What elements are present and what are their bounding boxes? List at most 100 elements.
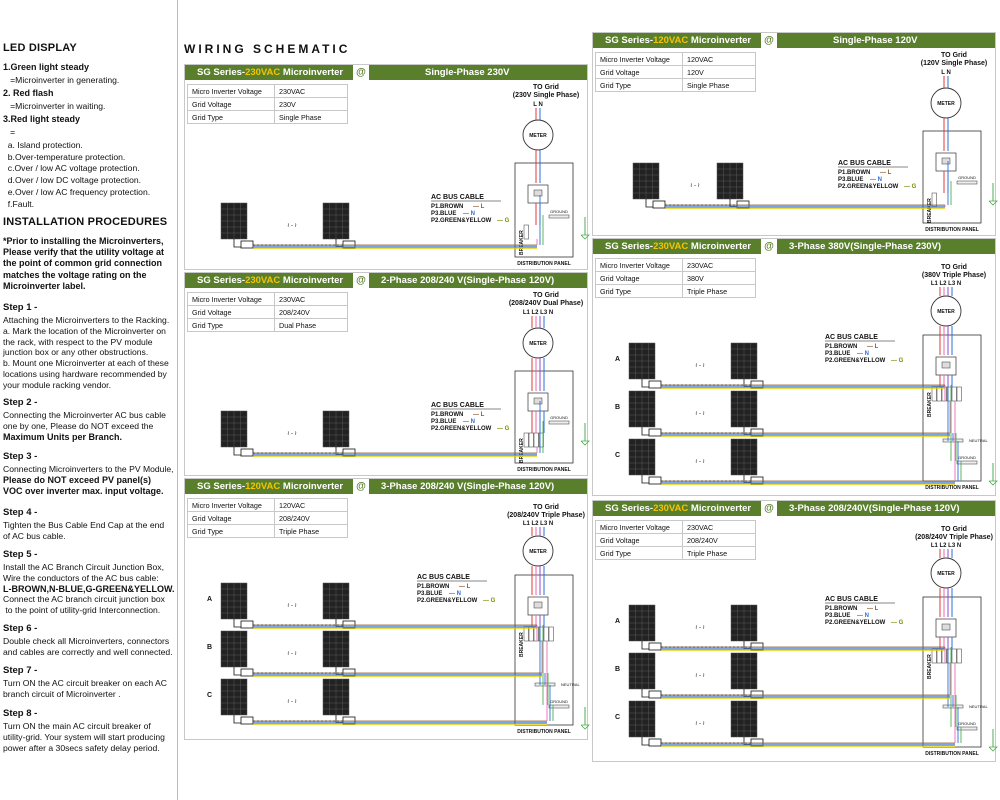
- p1-line: — L: [867, 606, 879, 612]
- to-grid-label: TO Grid: [941, 52, 967, 59]
- grid-sub-label: (208/240V Triple Phase): [915, 534, 993, 541]
- dc-lead: [743, 475, 751, 484]
- microinverter: [750, 476, 764, 485]
- branch-breaker: [956, 648, 962, 664]
- main-breaker-switch: [941, 361, 951, 369]
- led-line: 3.Red light steady: [3, 114, 81, 124]
- step-line: the rack, with respect to the PV module: [3, 336, 153, 347]
- meter-icon: [930, 87, 962, 119]
- series-suffix: Microinverter: [688, 35, 752, 46]
- squiggle-icon: ≀ - ≀: [287, 699, 297, 705]
- step-line: Please do NOT exceed PV panel(s): [3, 474, 152, 485]
- squiggle-icon: ≀ - ≀: [695, 673, 705, 679]
- branch-breaker: [941, 648, 947, 664]
- meter-label: METER: [937, 309, 955, 315]
- series-voltage: 230VAC: [245, 275, 281, 286]
- p3-line: — N: [449, 591, 461, 597]
- branch-breaker: [946, 648, 952, 664]
- to-grid-label: TO Grid: [941, 526, 967, 533]
- distribution-panel-label: DISTRIBUTION PANEL: [925, 485, 979, 491]
- p2-label: P2.GREEN&YELLOW: [825, 620, 886, 626]
- step-title: Step 5 -: [3, 549, 38, 560]
- spec-label: Grid Type: [187, 318, 275, 332]
- diagram-header: SG Series-230VAC Microinverter@2-Phase 2…: [185, 273, 587, 288]
- grid-sub-label: (208/240V Dual Phase): [509, 300, 583, 307]
- p2-line: — G: [497, 426, 510, 432]
- dc-lead: [335, 715, 343, 724]
- series-suffix: Microinverter: [280, 275, 344, 286]
- step-title: Step 8 -: [3, 708, 38, 719]
- microinverter: [648, 690, 662, 699]
- p3-label: P3.BLUE: [431, 211, 456, 217]
- p1-label: P1.BROWN: [431, 204, 463, 210]
- earth-ground-icon: [988, 480, 998, 486]
- diagram-single-phase-120v: SG Series-120VAC Microinverter@Single-Ph…: [592, 32, 998, 236]
- branch-breaker: [936, 648, 942, 664]
- dc-lead: [743, 427, 751, 436]
- diagram-header: SG Series-230VAC Microinverter@3-Phase 3…: [593, 239, 995, 254]
- p2-label: P2.GREEN&YELLOW: [431, 426, 492, 432]
- led-line: a. Island protection.: [3, 140, 83, 150]
- ground-label: GROUND: [958, 175, 976, 180]
- breaker-label: BREAKER: [927, 654, 933, 679]
- squiggle-icon: ≀ - ≀: [287, 223, 297, 229]
- pv-module: [730, 390, 764, 437]
- pv-module: [716, 162, 750, 209]
- p1-label: P1.BROWN: [838, 170, 870, 176]
- ac-bus-cable-label: AC BUS CABLE: [431, 402, 484, 409]
- p2-label: P2.GREEN&YELLOW: [838, 184, 899, 190]
- dc-lead: [233, 667, 241, 676]
- diagram-header: SG Series-230VAC Microinverter@3-Phase 2…: [593, 501, 995, 516]
- p2-label: P2.GREEN&YELLOW: [825, 358, 886, 364]
- pv-module: [220, 410, 254, 457]
- ground-bar: [956, 460, 978, 465]
- ac-bus-cable-label: AC BUS CABLE: [431, 194, 484, 201]
- breaker-label: BREAKER: [519, 632, 525, 657]
- series-voltage: 230VAC: [653, 503, 689, 514]
- phase-title: 3-Phase 208/240V(Single-Phase 120V): [789, 503, 960, 514]
- dc-lead: [743, 641, 751, 650]
- microinverter: [342, 448, 356, 457]
- led-line: 2. Red flash: [3, 88, 54, 98]
- dc-lead: [641, 379, 649, 388]
- p3-line: — N: [857, 613, 869, 619]
- series-name: SG Series-230VAC Microinverter: [605, 241, 751, 252]
- pv-module: [632, 162, 666, 209]
- dc-lead: [743, 737, 751, 746]
- led-line: e.Over / low AC frequency protection.: [3, 186, 151, 197]
- to-grid-label: TO Grid: [533, 504, 559, 511]
- branch-breaker: [946, 386, 952, 402]
- dc-lead: [335, 667, 343, 676]
- series-voltage: 120VAC: [245, 481, 281, 492]
- terminal-labels: L1 L2 L3 N: [931, 543, 961, 549]
- microinverter: [736, 200, 750, 209]
- p3-label: P3.BLUE: [825, 613, 850, 619]
- p3-label: P3.BLUE: [838, 177, 863, 183]
- ground-bar: [956, 180, 978, 185]
- series-name: SG Series-230VAC Microinverter: [605, 503, 751, 514]
- step-line: of AC bus cable.: [3, 530, 66, 541]
- spec-value: Triple Phase: [274, 524, 348, 538]
- row-label: A: [207, 596, 212, 603]
- series-prefix: SG Series-: [605, 241, 654, 252]
- prior-note: matches the voltage rating on the: [3, 269, 147, 280]
- branch-breaker: [538, 626, 544, 642]
- pv-module: [628, 342, 662, 389]
- p2-line: — G: [891, 620, 904, 626]
- wiring-schematic-title: WIRING SCHEMATIC: [184, 42, 351, 56]
- diagram-single-phase-230v: SG Series-230VAC Microinverter@Single-Ph…: [184, 64, 590, 270]
- spec-label: Grid Type: [187, 524, 275, 538]
- step-line: Connect the AC branch circuit junction b…: [3, 594, 165, 605]
- branch-breaker: [936, 386, 942, 402]
- ground-label: GROUND: [958, 721, 976, 726]
- pv-module: [730, 604, 764, 651]
- p2-label: P2.GREEN&YELLOW: [417, 598, 478, 604]
- branch-breaker: [951, 648, 957, 664]
- row-label: B: [207, 644, 212, 651]
